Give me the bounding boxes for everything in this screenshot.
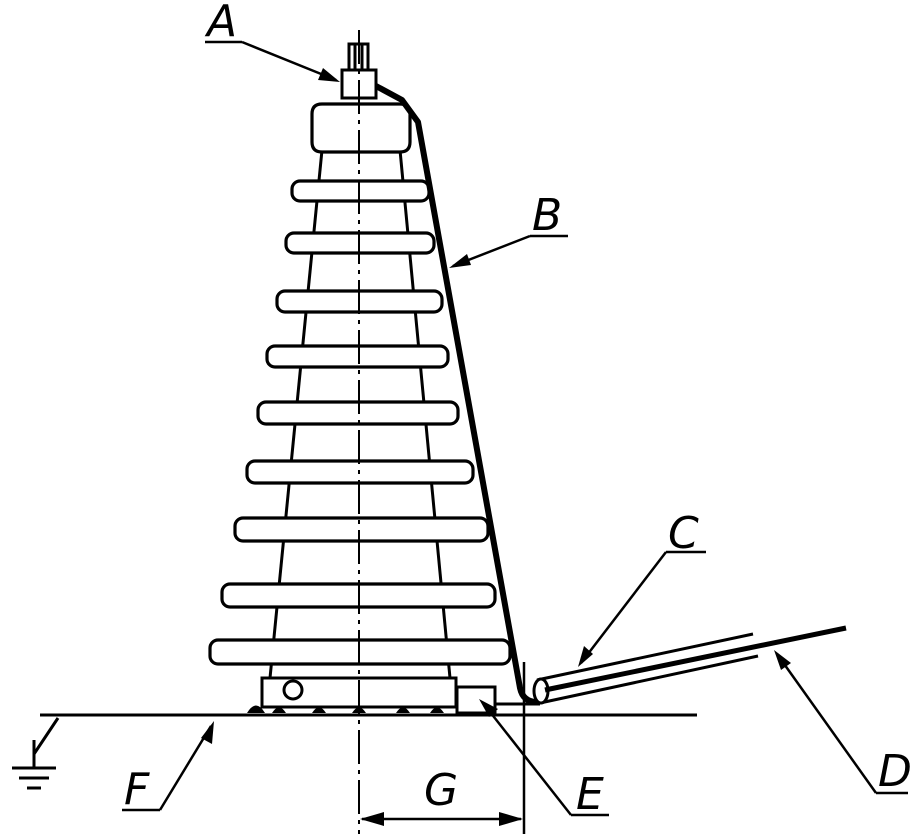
- conductor-b: [374, 83, 538, 705]
- label-c: C: [668, 508, 699, 559]
- base-bolt-hole: [282, 679, 304, 701]
- insulator-top-cap: [310, 102, 412, 154]
- leader-arrowheads: [201, 68, 791, 744]
- terminal-box-e: [455, 685, 497, 715]
- label-b: B: [532, 190, 562, 241]
- cable-c: [532, 632, 759, 705]
- label-d: D: [878, 746, 912, 797]
- dimension-g: [362, 662, 526, 834]
- leader-lines: [122, 40, 908, 817]
- label-g: G: [424, 765, 458, 816]
- label-a: A: [204, 0, 237, 47]
- dimension-g-arrow-left: [360, 812, 384, 826]
- base-weld-bumps: [247, 705, 444, 713]
- label-e: E: [576, 769, 604, 820]
- label-f: F: [124, 764, 150, 815]
- ground-icon: [12, 717, 60, 790]
- conductor-d: [544, 625, 847, 693]
- dimension-g-arrow-right: [499, 812, 523, 826]
